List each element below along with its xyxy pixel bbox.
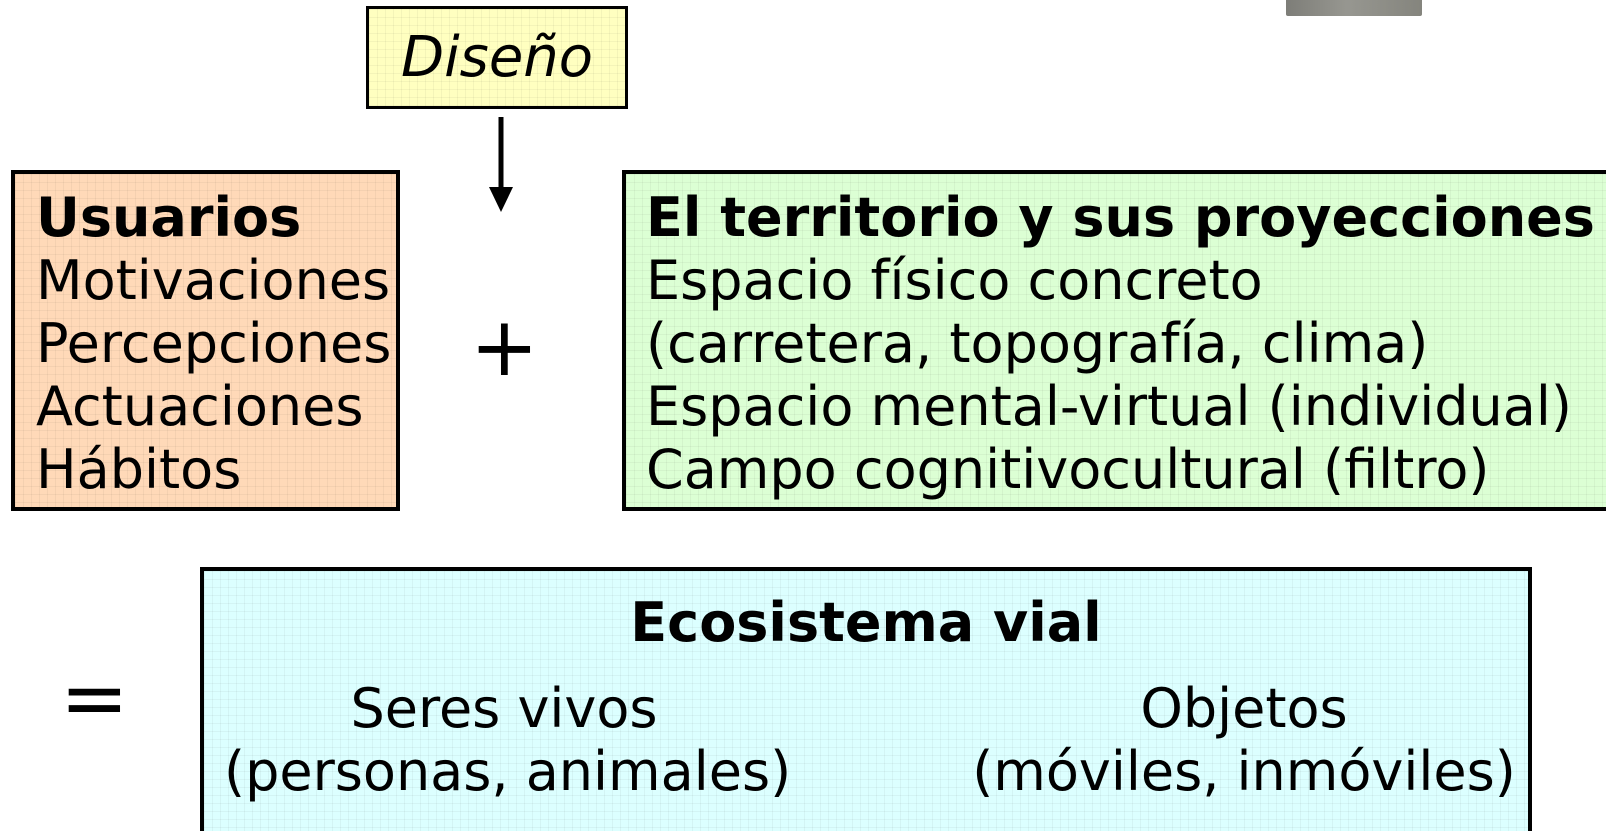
living-beings-group: Seres vivos (personas, animales)	[224, 677, 792, 803]
territory-item-cognitive-field: Campo cognitivocultural (filtro)	[646, 438, 1490, 501]
users-item-motivations: Motivaciones	[36, 249, 391, 312]
users-item-habits: Hábitos	[36, 438, 242, 501]
plus-operator: +	[470, 300, 539, 395]
ecosystem-title: Ecosistema vial	[630, 591, 1102, 654]
territory-item-mental-space: Espacio mental-virtual (individual)	[646, 375, 1572, 438]
design-label: Diseño	[400, 24, 594, 90]
territory-item-physical-details: (carretera, topografía, clima)	[646, 312, 1429, 375]
users-item-actions: Actuaciones	[36, 375, 364, 438]
objects-title: Objetos	[1140, 677, 1348, 740]
partial-photo	[1286, 0, 1422, 16]
arrow-down-icon	[489, 117, 513, 212]
users-item-perceptions: Percepciones	[36, 312, 392, 375]
ecosystem-box: Ecosistema vial Seres vivos (personas, a…	[200, 567, 1532, 831]
territory-item-physical-space: Espacio físico concreto	[646, 249, 1263, 312]
territory-box: El territorio y sus proyecciones Espacio…	[622, 170, 1606, 511]
living-beings-subtitle: (personas, animales)	[224, 740, 792, 803]
territory-title: El territorio y sus proyecciones	[646, 186, 1595, 249]
design-box: Diseño	[366, 6, 628, 109]
users-box: Usuarios Motivaciones Percepciones Actua…	[11, 170, 400, 511]
equals-operator: =	[60, 651, 129, 746]
living-beings-title: Seres vivos	[350, 677, 658, 740]
objects-subtitle: (móviles, inmóviles)	[972, 740, 1516, 803]
objects-group: Objetos (móviles, inmóviles)	[972, 677, 1516, 803]
users-title: Usuarios	[36, 186, 302, 249]
